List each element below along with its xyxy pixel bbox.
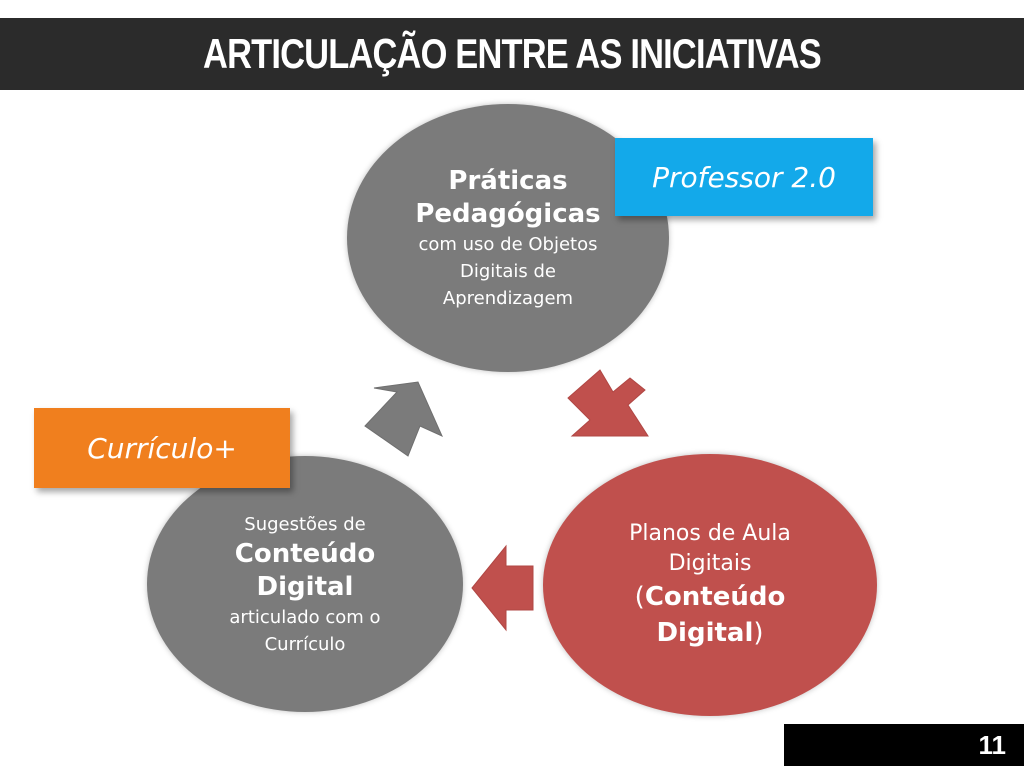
circle-top-title-2: Pedagógicas: [415, 198, 601, 229]
slide-title: ARTICULAÇÃO ENTRE AS INICIATIVAS: [203, 30, 822, 77]
circle-top-sub-2: Digitais de: [460, 260, 556, 282]
circle-top-title-1: Práticas: [448, 165, 568, 196]
circle-left-sub-2: Currículo: [264, 633, 346, 655]
circle-right-line-2: Digitais: [668, 551, 752, 576]
circle-praticas-pedagogicas: Práticas Pedagógicas com uso de Objetos …: [347, 104, 669, 372]
page-number: 11: [978, 729, 1007, 760]
circle-right-bold-2: Digital): [656, 615, 763, 651]
arrow-left-to-top: [364, 381, 443, 457]
circle-right-bold-2-text: Digital: [656, 618, 754, 648]
tag-professor: Professor 2.0: [615, 138, 873, 216]
footer-bar: [784, 724, 1024, 766]
paren-open: (: [634, 582, 645, 612]
circle-left-title-2: Digital: [256, 571, 354, 602]
circle-top-sub-3: Aprendizagem: [442, 287, 574, 309]
circle-planos-de-aula: Planos de Aula Digitais (Conteúdo Digita…: [543, 454, 877, 716]
arrow-top-to-right: [567, 369, 649, 437]
circle-right-bold-1: (Conteúdo: [635, 579, 786, 615]
circle-conteudo-digital: Sugestões de Conteúdo Digital articulado…: [147, 456, 463, 712]
circle-left-sub-top: Sugestões de: [244, 513, 366, 535]
circle-right-bold-1-text: Conteúdo: [644, 582, 786, 612]
paren-close: ): [753, 618, 764, 648]
circle-left-sub-1: articulado com o: [229, 606, 381, 628]
circle-top-sub-1: com uso de Objetos: [418, 233, 598, 255]
circle-right-line-1: Planos de Aula: [629, 521, 791, 546]
title-bar: [0, 18, 1024, 90]
circle-left-title-1: Conteúdo: [234, 538, 376, 569]
arrow-right-to-left: [471, 544, 534, 632]
tag-curriculo: Currículo+: [34, 408, 290, 488]
